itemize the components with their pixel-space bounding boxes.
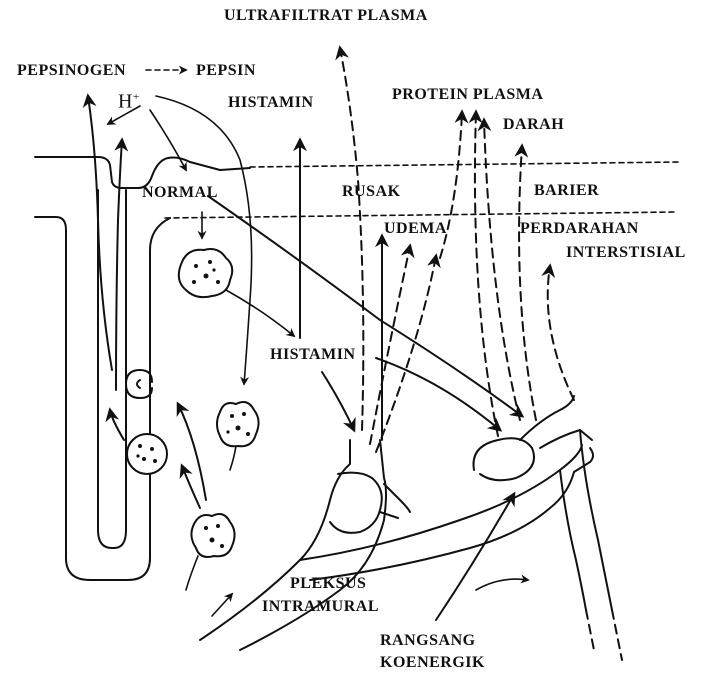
arrow-protein-plasma-3 bbox=[484, 120, 520, 420]
label-histamin-top: HISTAMIN bbox=[228, 94, 314, 112]
label-perdarahan: PERDARAHAN bbox=[520, 220, 639, 238]
label-normal: NORMAL bbox=[142, 184, 218, 202]
chief-cell bbox=[127, 434, 167, 474]
arrow-perdarahan bbox=[548, 266, 574, 400]
label-udema: UDEMA bbox=[384, 220, 447, 238]
arrow-mast-bottom-up2 bbox=[178, 404, 206, 500]
label-h-ion: H+ bbox=[118, 88, 140, 111]
arrow-rangsang-up bbox=[436, 494, 514, 620]
label-pepsin: PEPSIN bbox=[196, 62, 256, 80]
label-rangsang: RANGSANG bbox=[380, 632, 476, 650]
gastric-gland-outer bbox=[35, 217, 170, 580]
arrow-pepsinogen-up bbox=[88, 96, 112, 370]
label-protein-plasma: PROTEIN PLASMA bbox=[392, 86, 543, 104]
arrow-chief-up bbox=[110, 410, 124, 440]
label-h: H bbox=[118, 91, 133, 113]
barrier-upper-line bbox=[250, 162, 680, 167]
mast-cell-mid bbox=[217, 402, 259, 446]
label-koenergik: KOENERGIK bbox=[380, 654, 485, 672]
barrier-lower-line bbox=[165, 212, 675, 218]
arrow-udema-2 bbox=[376, 256, 436, 452]
arrow-histamin-to-vessel-left bbox=[322, 372, 354, 430]
arrow-h-up bbox=[116, 140, 122, 390]
label-rusak: RUSAK bbox=[342, 183, 401, 201]
arrow-h-long-to-vessel bbox=[208, 196, 522, 416]
label-ultrafiltrat-plasma: ULTRAFILTRAT PLASMA bbox=[224, 7, 428, 25]
blood-vessel-plexus bbox=[200, 396, 622, 660]
parietal-cell bbox=[126, 370, 152, 398]
arrow-histamin-to-vessel-right bbox=[376, 358, 500, 430]
arrow-ultrafiltrat bbox=[340, 48, 363, 430]
arrow-mastcell-to-histamin bbox=[226, 290, 294, 336]
label-barier: BARIER bbox=[534, 182, 599, 200]
label-pepsinogen: PEPSINOGEN bbox=[17, 62, 126, 80]
arrow-mast-bottom-up bbox=[182, 466, 200, 508]
arrow-h-to-normal bbox=[150, 110, 186, 170]
label-interstisial: INTERSTISIAL bbox=[566, 244, 686, 262]
mast-cell-bottom bbox=[191, 514, 234, 557]
label-intramural: INTRAMURAL bbox=[262, 598, 379, 616]
label-histamin-mid: HISTAMIN bbox=[270, 346, 356, 364]
arrow-mast-mid-tail bbox=[230, 446, 236, 470]
arrow-h-curve bbox=[156, 96, 252, 384]
mast-cell-top bbox=[179, 249, 232, 297]
label-darah: DARAH bbox=[503, 116, 564, 134]
arrow-pleksus-up bbox=[212, 594, 232, 616]
arrow-mast-bottom-tail bbox=[186, 556, 198, 590]
label-h-plus: + bbox=[133, 91, 140, 103]
label-pleksus: PLEKSUS bbox=[290, 575, 366, 593]
arrow-rangsang-right bbox=[476, 579, 528, 590]
